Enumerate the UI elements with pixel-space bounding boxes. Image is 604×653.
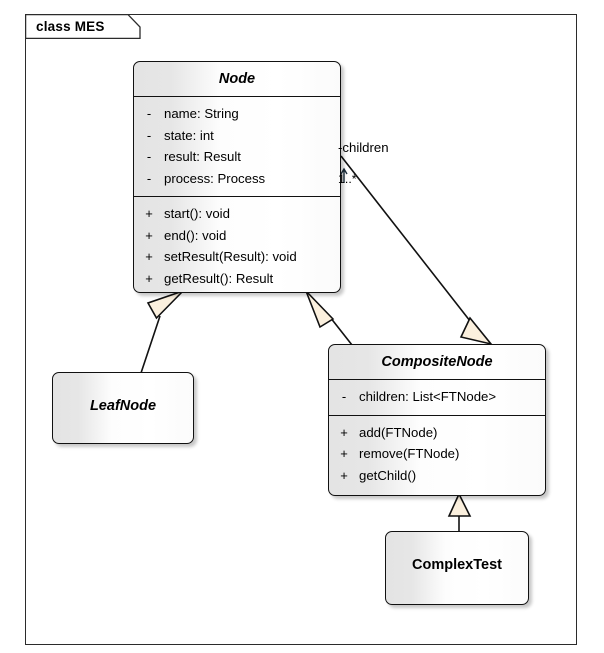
compartment-divider <box>134 196 340 197</box>
frame-tab: class MES <box>25 14 141 40</box>
visibility-marker: - <box>146 127 152 143</box>
class-box-complextest[interactable]: ComplexTest <box>385 531 529 605</box>
visibility-marker: + <box>145 249 153 264</box>
attribute-text: children: List<FTNode> <box>359 389 497 404</box>
class-name-compositenode: CompositeNode <box>381 354 493 370</box>
visibility-marker: + <box>340 424 348 440</box>
operation-row: + start(): void <box>134 203 340 225</box>
attribute-text: result: Result <box>164 149 241 164</box>
association-node-to-compositenode <box>340 155 494 346</box>
class-box-leafnode[interactable]: LeafNode <box>52 372 194 444</box>
operation-row: + end(): void <box>134 225 340 247</box>
visibility-marker: + <box>145 270 153 286</box>
attribute-compartment-compositenode: - children: List<FTNode> <box>329 380 545 415</box>
operation-text: getChild() <box>359 467 417 483</box>
visibility-marker: - <box>146 149 152 164</box>
operation-text: start(): void <box>164 206 230 221</box>
attribute-text: process: Process <box>164 170 266 186</box>
attribute-row: - children: List<FTNode> <box>329 386 545 408</box>
attribute-row: - result: Result <box>134 146 340 168</box>
operation-row: + getResult(): Result <box>134 268 340 290</box>
association-multiplicity-label: 1..* <box>338 172 357 186</box>
operation-text: setResult(Result): void <box>164 249 297 264</box>
visibility-marker: + <box>145 206 153 221</box>
frame-label: class MES <box>36 19 105 34</box>
visibility-marker: + <box>340 467 348 483</box>
generalization-leafnode-to-node <box>140 290 184 374</box>
association-role-label: -children <box>338 140 389 155</box>
visibility-marker: - <box>146 106 152 121</box>
operation-text: getResult(): Result <box>164 270 274 286</box>
operation-compartment-compositenode: + add(FTNode) + remove(FTNode) + getChil… <box>329 416 545 494</box>
visibility-marker: - <box>341 389 347 404</box>
generalization-compositenode-to-node <box>305 290 353 346</box>
operation-row: + add(FTNode) <box>329 422 545 444</box>
attribute-row: - process: Process <box>134 168 340 190</box>
operation-compartment-node: + start(): void + end(): void + setResul… <box>134 197 340 292</box>
attribute-row: - name: String <box>134 103 340 125</box>
compartment-divider <box>329 414 545 416</box>
operation-text: end(): void <box>164 227 227 243</box>
operation-text: add(FTNode) <box>359 424 438 440</box>
class-name-node: Node <box>218 71 256 87</box>
visibility-marker: + <box>340 446 348 461</box>
operation-text: remove(FTNode) <box>359 446 460 461</box>
attribute-row: - state: int <box>134 125 340 147</box>
class-box-node[interactable]: Node - name: String - state: int - resul… <box>133 61 341 293</box>
frame-tab-shape <box>25 14 141 40</box>
attribute-text: state: int <box>164 127 214 143</box>
compartment-divider <box>329 379 545 380</box>
class-name-leafnode: LeafNode <box>89 398 157 414</box>
operation-row: + remove(FTNode) <box>329 443 545 465</box>
operation-row: + getChild() <box>329 465 545 487</box>
diagram-frame <box>25 14 577 645</box>
operation-row: + setResult(Result): void <box>134 246 340 268</box>
compartment-divider <box>134 96 340 97</box>
generalization-complextest-to-compositenode <box>447 492 472 531</box>
attribute-compartment-node: - name: String - state: int - result: Re… <box>134 97 340 196</box>
visibility-marker: + <box>145 227 153 243</box>
class-box-compositenode[interactable]: CompositeNode - children: List<FTNode> +… <box>328 344 546 496</box>
class-name-complextest: ComplexTest <box>412 557 502 573</box>
visibility-marker: - <box>146 170 152 186</box>
attribute-text: name: String <box>164 106 239 121</box>
